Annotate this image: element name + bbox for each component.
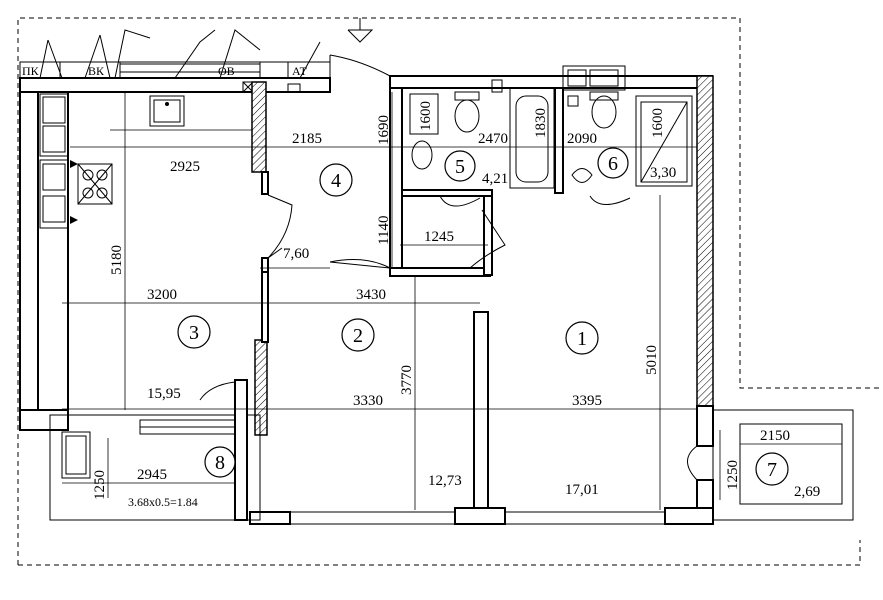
dimension-5180: 5180 [109,245,125,275]
dimension-2150: 2150 [760,428,790,444]
dimension-1690: 1690 [376,115,392,145]
room-3-number: 3 [189,322,199,344]
room-4-marker [319,163,353,197]
room-5-marker [444,150,476,182]
dimension-5010: 5010 [644,345,660,375]
dimension-3770: 3770 [399,365,415,395]
outer-boundary [17,17,883,566]
equipment-label-pk: ПК [22,64,40,78]
dimension-1250-b: 1250 [725,460,741,490]
room-1-area: 17,01 [565,482,599,498]
dimension-1600-a: 1600 [418,101,434,131]
dimension-3330: 3330 [353,393,383,409]
room-7-marker [755,452,789,486]
room-5-area: 4,21 [482,171,508,187]
dimension-3395: 3395 [572,393,602,409]
interior-walls [49,75,854,525]
room-7-number: 7 [767,459,777,481]
equipment-label-at: АТ [292,64,308,78]
room-2-number: 2 [353,325,363,347]
room-8-number: 8 [215,452,225,474]
dimension-1245: 1245 [424,229,454,245]
dimension-1830: 1830 [533,108,549,138]
bathroom-fixtures [409,65,693,189]
stove-icon [77,163,113,205]
kitchen-sink-icon [149,95,185,127]
room-1-marker [565,321,599,355]
dimension-2185: 2185 [292,131,322,147]
equipment-label-vk: ВК [88,64,105,78]
room-4-area: 7,60 [283,246,309,262]
dimension-lines [62,92,842,510]
room-6-area: 3,30 [650,165,676,181]
room-1-number: 1 [577,328,587,350]
equipment-label-ov: ОВ [218,64,235,78]
dimension-2925: 2925 [170,159,200,175]
room-7-area: 2,69 [794,484,820,500]
room-5-number: 5 [455,156,465,178]
entrance-arrow-icon [347,18,374,43]
dimension-1600-b: 1600 [650,108,666,138]
dimension-2090: 2090 [567,131,597,147]
room-2-marker [341,318,375,352]
room-2-area: 12,73 [428,473,462,489]
dimension-1250-a: 1250 [92,470,108,500]
room-6-number: 6 [608,153,618,175]
room-8-area: 3.68x0.5=1.84 [128,495,198,509]
dimension-3430: 3430 [356,287,386,303]
dimension-2470: 2470 [478,131,508,147]
room-6-marker [597,147,629,179]
room-8-marker [204,446,236,478]
dimension-1140: 1140 [376,216,392,245]
exterior-walls [19,91,78,431]
room-4-number: 4 [331,170,341,192]
doors [199,54,698,481]
room-3-area: 15,95 [147,386,181,402]
dimension-2945: 2945 [137,467,167,483]
dimension-3200: 3200 [147,287,177,303]
top-facade [19,29,331,93]
room-3-marker [177,315,211,349]
